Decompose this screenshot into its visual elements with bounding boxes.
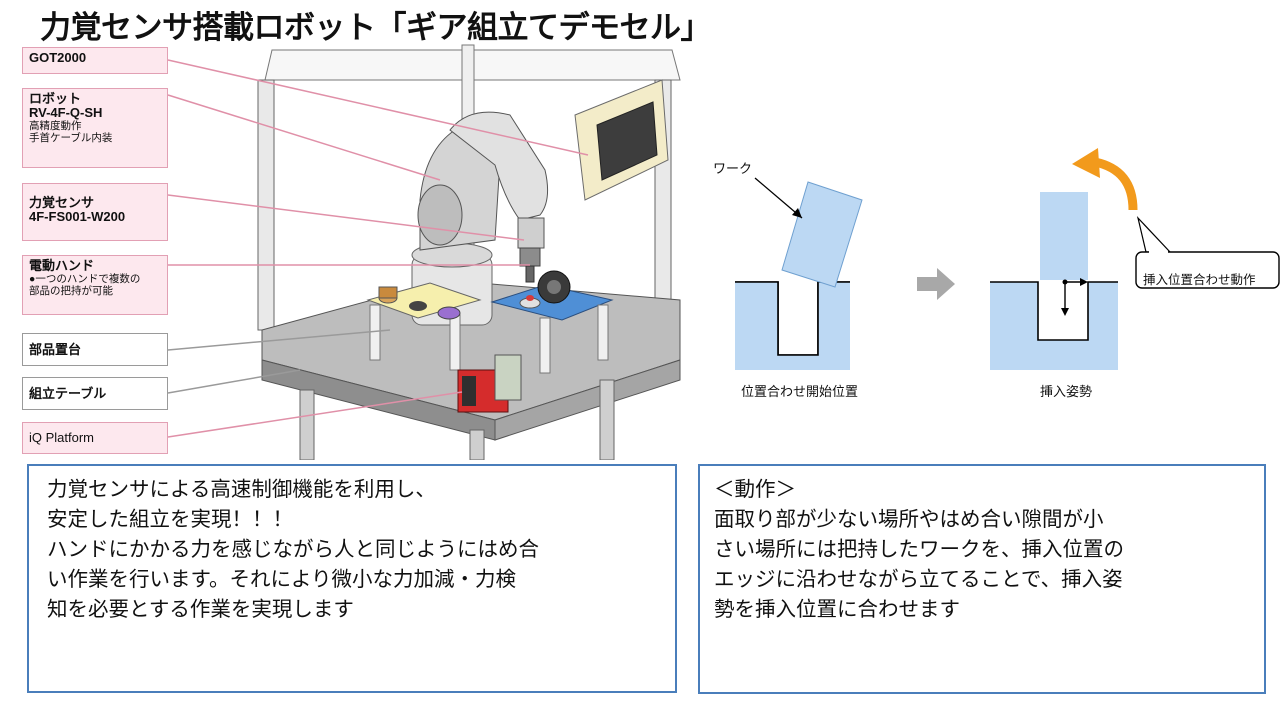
insert-posture-label: 挿入姿勢 (1040, 385, 1093, 400)
description-line: 力覚センサによる高速制御機能を利用し、 (47, 477, 436, 501)
description-line: さい場所には把持したワークを、挿入位置の (714, 537, 1124, 561)
description-line: い作業を行います。それにより微小な力加減・力検 (47, 567, 517, 591)
description-line: エッジに沿わせながら立てることで、挿入姿 (714, 567, 1123, 591)
description-line: 安定した組立を実現！！！ (47, 507, 293, 531)
description-line: 勢を挿入位置に合わせます (714, 597, 960, 621)
insertion-diagram (735, 148, 1280, 370)
callout-parts-stand: 部品置台 (22, 333, 168, 366)
callout-title: 組立テーブル (29, 386, 107, 401)
callout-electric-hand: 電動ハンド ●一つのハンドで複数の 部品の把持が可能 (22, 255, 168, 315)
callout-sub: 手首ケーブル内装 (29, 132, 113, 144)
callout-got2000: GOT2000 (22, 47, 168, 74)
description-box-right: ＜動作＞ 面取り部が少ない場所やはめ合い隙間が小 さい場所には把持したワークを、… (698, 464, 1266, 694)
work-label: ワーク (713, 162, 753, 177)
callout-iq-platform: iQ Platform (22, 422, 168, 454)
callout-sub: ●一つのハンドで複数の (29, 273, 141, 285)
description-box-left: 力覚センサによる高速制御機能を利用し、 安定した組立を実現！！！ ハンドにかかる… (27, 464, 677, 693)
callout-title: 電動ハンド (29, 258, 95, 273)
start-position-label: 位置合わせ開始位置 (741, 385, 859, 400)
callout-robot: ロボット RV-4F-Q-SH 高精度動作 手首ケーブル内装 (22, 88, 168, 168)
operation-heading: ＜動作＞ (714, 477, 796, 501)
alignment-motion-label: 挿入位置合わせ動作 (1143, 272, 1256, 287)
callout-force-sensor: 力覚センサ 4F-FS001-W200 (22, 183, 168, 241)
description-line: ハンドにかかる力を感じながら人と同じようにはめ合 (47, 537, 539, 561)
description-line: 知を必要とする作業を実現します (47, 597, 354, 621)
description-line: 面取り部が少ない場所やはめ合い隙間が小 (714, 507, 1104, 531)
callout-title: 部品置台 (29, 342, 82, 357)
callout-model: RV-4F-Q-SH (29, 105, 103, 120)
page-title: 力覚センサ搭載ロボット「ギア組立てデモセル」 (40, 10, 712, 46)
robot-cell-illustration (167, 44, 681, 460)
callout-model: 4F-FS001-W200 (29, 209, 126, 224)
callout-title: 力覚センサ (29, 195, 95, 210)
callout-title: iQ Platform (29, 430, 95, 445)
callout-sub: 高精度動作 (29, 120, 82, 132)
callout-sub: 部品の把持が可能 (29, 285, 113, 297)
callout-assembly-table: 組立テーブル (22, 377, 168, 410)
callout-title: ロボット (29, 91, 82, 106)
callout-title: GOT2000 (29, 50, 87, 65)
